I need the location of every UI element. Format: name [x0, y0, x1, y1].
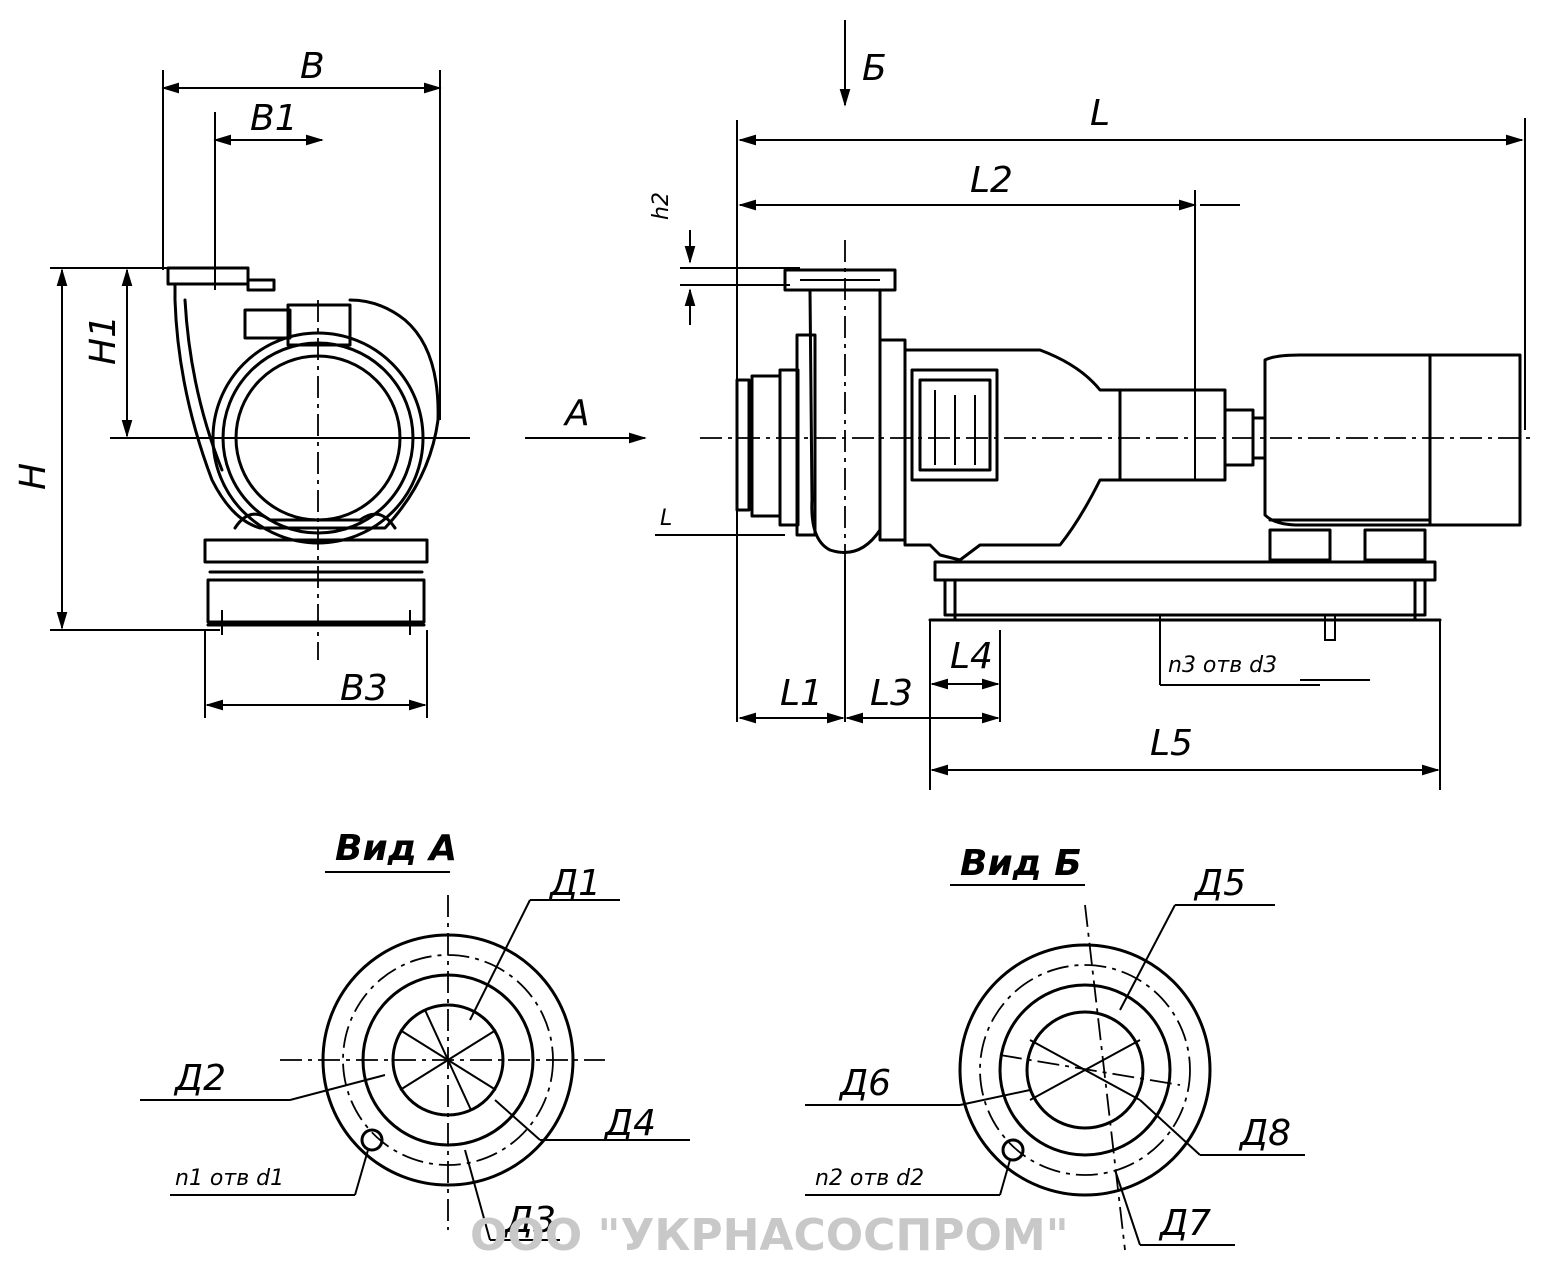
label-holes2: n2 отв d2 [815, 1166, 924, 1191]
label-L4: L4 [950, 636, 993, 677]
label-B3: B3 [340, 668, 388, 709]
front-view: Б L L2 h2 [649, 20, 1535, 790]
label-holes1: n1 отв d1 [175, 1166, 284, 1191]
label-L1: L1 [780, 673, 823, 714]
label-L3: L3 [870, 673, 913, 714]
label-D2: Д2 [173, 1058, 226, 1099]
label-D3: Д3 [503, 1200, 556, 1241]
label-D7: Д7 [1158, 1203, 1211, 1244]
label-B: B [300, 46, 325, 87]
label-D6: Д6 [838, 1063, 891, 1104]
label-H1: H1 [83, 315, 124, 365]
label-b-arrow: Б [862, 48, 887, 89]
view-b: Вид Б Д5 Д6 Д8 Д7 n2 отв d2 [805, 843, 1305, 1251]
view-a-title: Вид А [335, 828, 457, 869]
label-B1: B1 [250, 98, 298, 139]
label-L: L [1090, 93, 1110, 134]
view-b-title: Вид Б [960, 843, 1082, 884]
label-D1: Д1 [548, 863, 601, 904]
label-L5: L5 [1150, 723, 1193, 764]
label-A: A [563, 393, 590, 434]
label-l-small: L [660, 506, 672, 531]
side-view: B B1 H1 H B3 [13, 46, 470, 718]
label-L2: L2 [970, 160, 1013, 201]
view-a: Вид А Д1 Д2 Д4 Д3 n1 отв d1 [140, 828, 690, 1241]
label-D5: Д5 [1193, 863, 1246, 904]
label-holes3: n3 отв d3 [1168, 653, 1277, 678]
label-D4: Д4 [603, 1103, 656, 1144]
view-a-arrow: A [525, 393, 647, 444]
label-h2: h2 [649, 192, 674, 220]
label-D8: Д8 [1238, 1113, 1291, 1154]
watermark: ООО "УКРНАСОСПРОМ" [470, 1210, 1069, 1261]
label-H: H [13, 463, 54, 490]
